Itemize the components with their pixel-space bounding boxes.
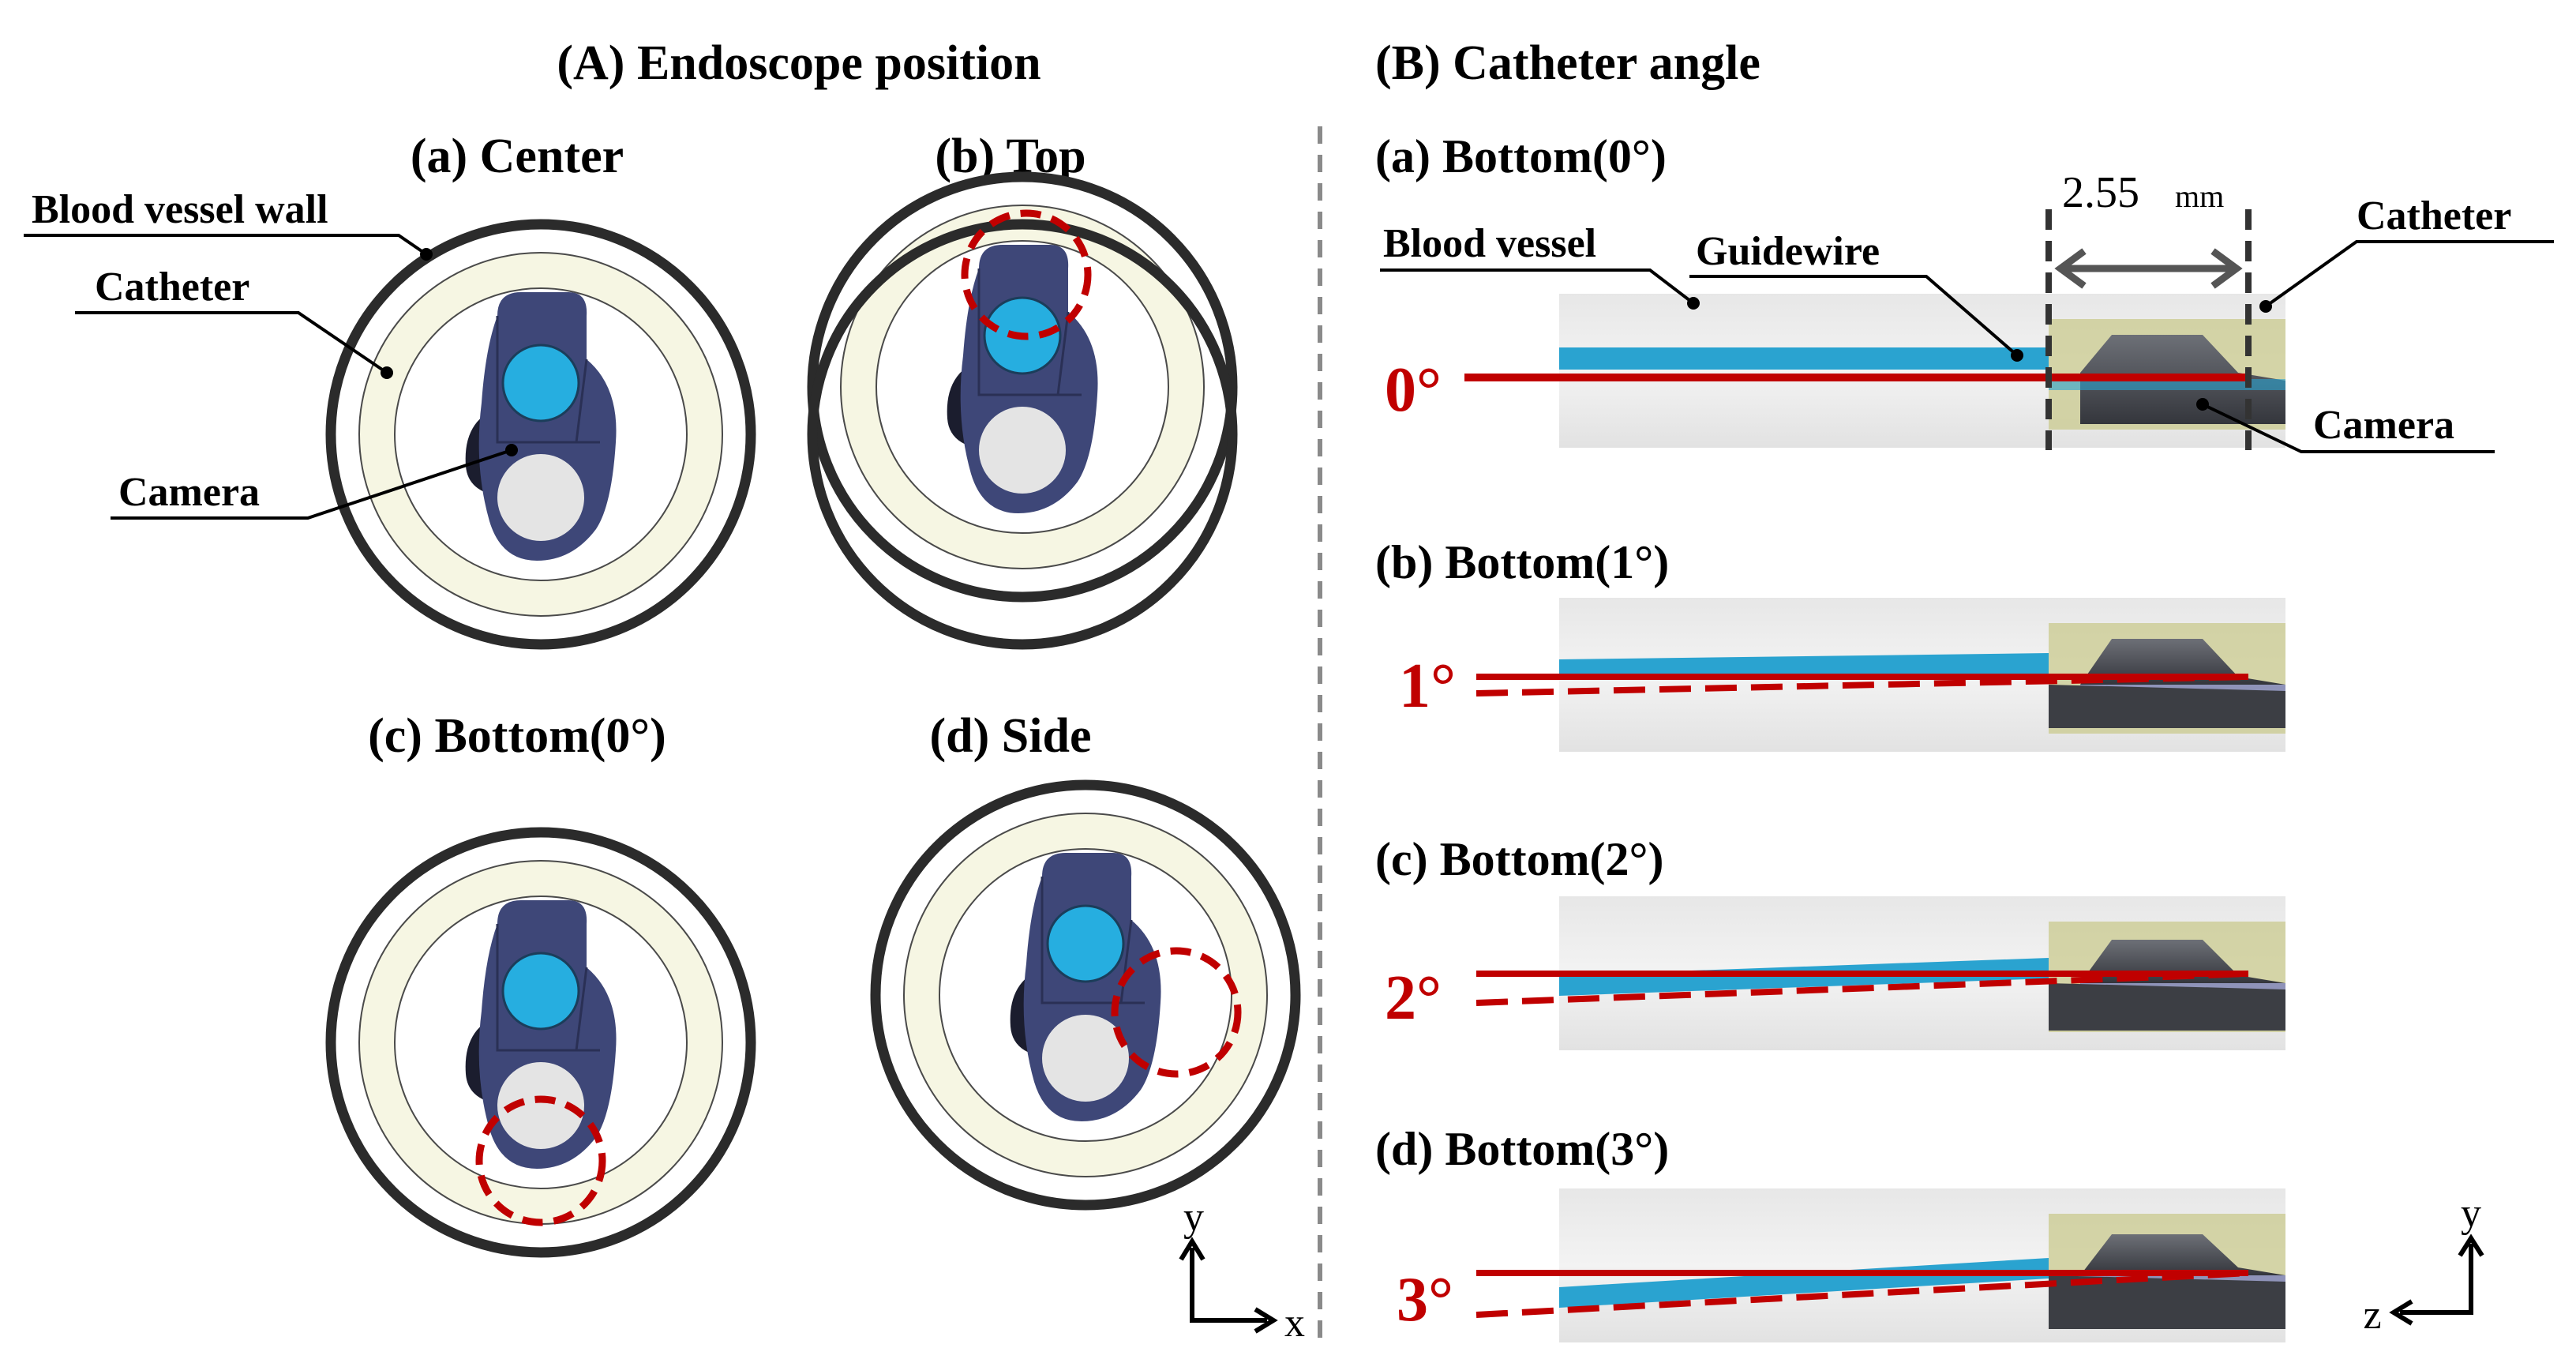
angle-label-1: 1° [1399, 651, 1456, 721]
contact-marker-top [961, 209, 1092, 340]
dimension-marker: 2.55 mm [2045, 168, 2252, 450]
callout-vessel: Blood vessel [1380, 221, 1700, 310]
top-ring-overlay [807, 219, 1238, 650]
panel-a-title: (A) Endoscope position [557, 36, 1041, 90]
view-bottom-title: (c) Bottom(0°) [368, 709, 666, 763]
svg-text:y: y [2461, 1191, 2481, 1236]
svg-text:Camera: Camera [118, 470, 260, 515]
view-side-title: (d) Side [930, 709, 1092, 763]
svg-text:Camera: Camera [2313, 403, 2454, 448]
contact-marker-side [1111, 947, 1242, 1078]
svg-text:Guidewire: Guidewire [1696, 229, 1880, 274]
angle-view-2-title: (c) Bottom(2°) [1375, 833, 1664, 885]
svg-text:2.55: 2.55 [2062, 168, 2139, 217]
angle-label-2: 2° [1385, 963, 1442, 1033]
svg-text:Blood vessel: Blood vessel [1383, 221, 1596, 266]
panel-b-title: (B) Catheter angle [1375, 36, 1760, 90]
cross-section-center [331, 224, 751, 644]
svg-text:y: y [1183, 1195, 1204, 1240]
callout-catheter-a: Catheter [75, 265, 393, 379]
contact-marker-bottom [475, 1095, 606, 1226]
svg-text:Catheter: Catheter [2357, 193, 2511, 238]
callout-wall: Blood vessel wall [24, 187, 433, 261]
angle-label-3: 3° [1397, 1265, 1453, 1335]
callout-guidewire: Guidewire [1689, 229, 2023, 362]
svg-text:mm: mm [2175, 178, 2224, 214]
svg-text:x: x [1284, 1301, 1305, 1346]
angle-line-2 [1475, 971, 2249, 1006]
callout-catheter-b: Catheter [2259, 193, 2554, 313]
angle-line-3 [1475, 1270, 2249, 1318]
cross-section-top [812, 177, 1232, 597]
angle-label-0: 0° [1385, 355, 1442, 425]
callout-camera-b: Camera [2196, 398, 2495, 453]
angle-view-0-title: (a) Bottom(0°) [1375, 130, 1667, 182]
cross-section-bottom [331, 832, 751, 1252]
callout-camera-a: Camera [111, 444, 518, 520]
angle-view-3-title: (d) Bottom(3°) [1375, 1123, 1669, 1175]
side-view-3 [1559, 1188, 2285, 1342]
zy-axes: y z [2363, 1191, 2484, 1338]
angle-view-1-title: (b) Bottom(1°) [1375, 536, 1669, 588]
view-center-title: (a) Center [411, 130, 624, 183]
svg-text:z: z [2363, 1293, 2381, 1338]
svg-text:Blood vessel wall: Blood vessel wall [32, 187, 328, 232]
side-view-0 [1559, 294, 2285, 448]
svg-text:Catheter: Catheter [95, 265, 249, 310]
xy-axes: y x [1179, 1195, 1305, 1346]
angle-line-1 [1475, 674, 2249, 697]
side-view-1 [1559, 598, 2285, 752]
